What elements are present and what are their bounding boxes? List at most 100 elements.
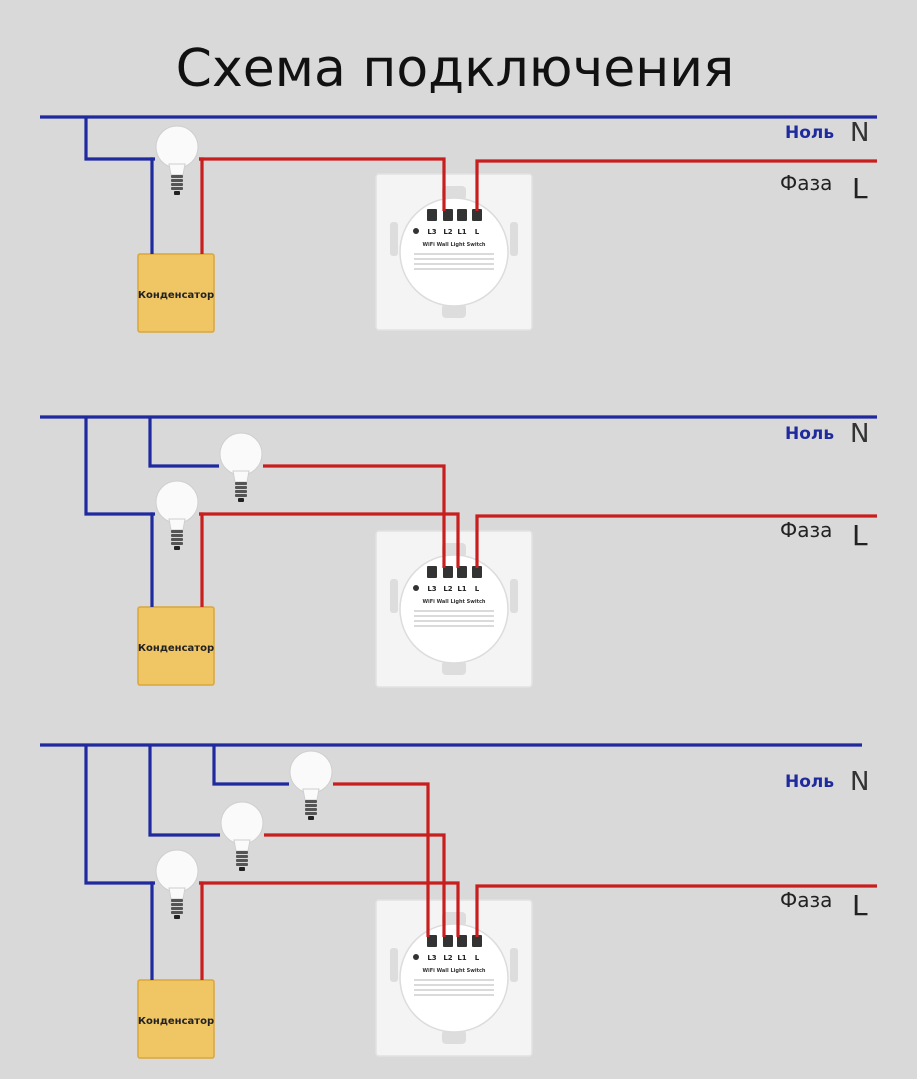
- bulb-neck: [302, 788, 320, 801]
- bulb-tip: [174, 191, 180, 195]
- bulb-thread: [171, 903, 183, 906]
- switch-body: [399, 554, 509, 664]
- switch-model-label: WiFi Wall Light Switch: [423, 599, 486, 605]
- switch-clip-left: [390, 579, 398, 613]
- bulb-thread: [171, 534, 183, 537]
- bulb-thread: [236, 863, 248, 866]
- switch-clip-right: [510, 222, 518, 256]
- capacitor-neutral-wire: [150, 512, 154, 607]
- bulb-thread: [236, 855, 248, 858]
- bulb-to-switch-wire: [333, 782, 430, 937]
- neutral-label: Ноль: [785, 424, 834, 444]
- switch-clip-right: [510, 579, 518, 613]
- diagram-2: L3 L2 L1 L WiFi Wall Light SwitchКонденсатор…: [40, 415, 877, 688]
- neutral-to-bulb-wire: [148, 745, 220, 837]
- light-bulb-icon: [289, 750, 333, 820]
- terminal-label: L3: [427, 954, 436, 962]
- switch-indicator: [413, 954, 419, 960]
- bulb-glass: [155, 125, 199, 169]
- switch-clip-left: [390, 948, 398, 982]
- terminal-label: L1: [457, 228, 466, 236]
- bulb-thread: [235, 490, 247, 493]
- capacitor-phase-wire: [199, 881, 204, 980]
- phase-letter: L: [852, 519, 868, 552]
- bulb-thread: [305, 808, 317, 811]
- terminal-screw: [472, 935, 482, 947]
- terminal-screw: [427, 566, 437, 578]
- bulb-thread: [305, 804, 317, 807]
- terminal-screw: [443, 935, 453, 947]
- terminal-screw: [472, 566, 482, 578]
- bulb-thread: [171, 175, 183, 178]
- phase-label: Фаза: [780, 888, 832, 912]
- capacitor-phase-wire: [199, 512, 204, 607]
- bulb-neck: [232, 470, 250, 483]
- phase-letter: L: [852, 172, 868, 205]
- bulb-neck: [168, 887, 186, 900]
- switch-body: [399, 923, 509, 1033]
- capacitor-body: [137, 979, 215, 1059]
- neutral-letter: N: [850, 767, 869, 797]
- neutral-letter: N: [850, 419, 869, 449]
- switch-model-label: WiFi Wall Light Switch: [423, 242, 486, 248]
- switch-clip-bottom: [442, 1030, 466, 1044]
- bulb-thread: [171, 542, 183, 545]
- bulb-thread: [305, 812, 317, 815]
- terminal-screw: [457, 566, 467, 578]
- switch-clip-bottom: [442, 304, 466, 318]
- phase-wire: [475, 514, 877, 568]
- bulb-thread: [171, 907, 183, 910]
- bulb-thread: [236, 859, 248, 862]
- phase-label: Фаза: [780, 171, 832, 195]
- light-bulb-icon: [155, 849, 199, 919]
- terminal-label: L3: [427, 228, 436, 236]
- neutral-to-bulb-wire: [84, 117, 155, 161]
- neutral-letter: N: [850, 118, 869, 148]
- bulb-thread: [171, 530, 183, 533]
- switch-clip-bottom: [442, 661, 466, 675]
- bulb-thread: [171, 179, 183, 182]
- switch-body: [399, 197, 509, 307]
- capacitor-neutral-wire: [150, 157, 154, 254]
- terminal-label: L2: [443, 585, 452, 593]
- neutral-label: Ноль: [785, 772, 834, 792]
- capacitor-neutral-wire: [150, 881, 154, 980]
- light-bulb-icon: [219, 432, 263, 502]
- switch-model-label: WiFi Wall Light Switch: [423, 968, 486, 974]
- terminal-label: L1: [457, 585, 466, 593]
- terminal-screw: [443, 209, 453, 221]
- bulb-tip: [308, 816, 314, 820]
- bulb-tip: [174, 915, 180, 919]
- bulb-glass: [219, 432, 263, 476]
- bulb-thread: [235, 486, 247, 489]
- bulb-to-switch-wire: [264, 833, 446, 937]
- capacitor-label: Конденсатор: [138, 290, 214, 301]
- light-bulb-icon: [155, 480, 199, 550]
- bulb-to-switch-wire: [263, 464, 446, 568]
- terminal-screw: [443, 566, 453, 578]
- capacitor-label: Конденсатор: [138, 643, 214, 654]
- terminal-label: L3: [427, 585, 436, 593]
- bulb-glass: [220, 801, 264, 845]
- bulb-thread: [171, 899, 183, 902]
- bulb-glass: [289, 750, 333, 794]
- terminal-label: L: [475, 585, 480, 593]
- bulb-neck: [168, 163, 186, 176]
- neutral-to-bulb-wire: [212, 745, 289, 786]
- capacitor-label: Конденсатор: [138, 1016, 214, 1027]
- terminal-label: L1: [457, 954, 466, 962]
- bulb-thread: [171, 187, 183, 190]
- bulb-glass: [155, 480, 199, 524]
- capacitor: Конденсатор: [137, 979, 215, 1059]
- bulb-thread: [171, 183, 183, 186]
- bulb-thread: [235, 494, 247, 497]
- bulb-to-switch-wire: [199, 157, 446, 211]
- terminal-label: L2: [443, 228, 452, 236]
- phase-wire: [475, 884, 877, 937]
- switch-clip-right: [510, 948, 518, 982]
- phase-wire: [475, 159, 877, 211]
- bulb-thread: [171, 538, 183, 541]
